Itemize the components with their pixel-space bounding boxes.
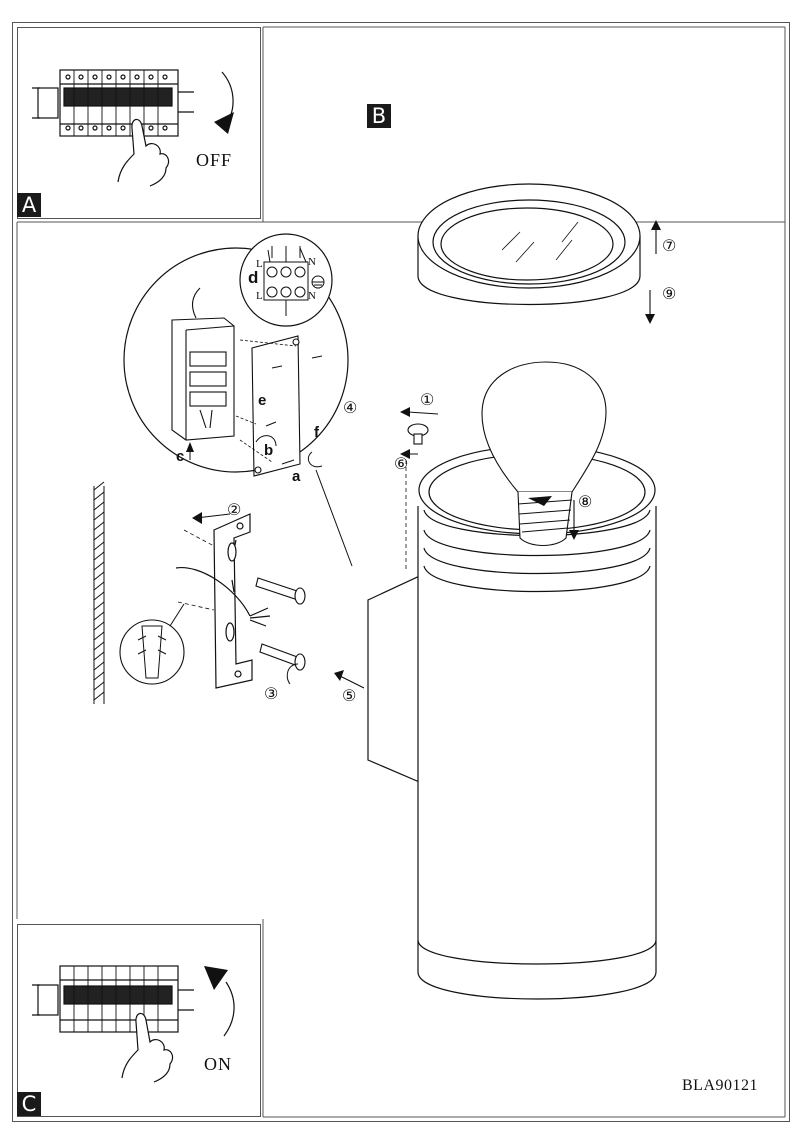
terminal-n-top: N — [308, 256, 316, 268]
part-f-label: f — [314, 424, 319, 441]
wall-plug-detail — [119, 619, 185, 685]
rotate-up-arrow-icon — [204, 966, 228, 990]
page-border — [12, 22, 790, 1122]
lamp-housing — [367, 445, 657, 1000]
step-3-label: ③ — [264, 686, 279, 703]
cover-plate — [251, 335, 301, 477]
step-9-label: ⑨ — [662, 286, 677, 303]
housing-screw — [407, 423, 429, 445]
panel-c-tag: C — [17, 1092, 41, 1116]
wall-hatch — [93, 481, 105, 704]
part-e-label: e — [258, 392, 267, 409]
document-code: BLA90121 — [682, 1077, 758, 1094]
glass-cover — [417, 183, 641, 306]
terminal-l-top: L — [256, 258, 263, 270]
panel-a-tag: A — [17, 193, 41, 217]
off-label: OFF — [196, 150, 233, 170]
step-7-label: ⑦ — [662, 238, 677, 255]
terminal-l-bottom: L — [256, 290, 263, 302]
step-4-label: ④ — [343, 400, 358, 417]
wiring-detail-circle — [123, 247, 349, 473]
on-label: ON — [204, 1054, 232, 1074]
terminal-block-zoom — [239, 233, 333, 327]
step-2-label: ② — [227, 502, 242, 519]
terminal-n-bottom: N — [308, 290, 316, 302]
part-a-label: a — [292, 468, 301, 485]
step-8-label: ⑧ — [578, 494, 593, 511]
panel-b-tag: B — [367, 104, 391, 128]
step-1-label: ① — [420, 392, 435, 409]
part-b-label: b — [264, 442, 274, 459]
rotate-down-arrow-icon — [214, 112, 234, 134]
part-d-label: d — [248, 268, 259, 287]
part-c-label: c — [176, 448, 185, 465]
panel-a-frame — [17, 27, 261, 219]
breaker-panel-off — [32, 69, 234, 187]
panel-c-frame — [17, 924, 261, 1117]
step-5-label: ⑤ — [342, 688, 357, 705]
breaker-panel-on — [32, 965, 235, 1083]
mounting-bracket — [213, 513, 253, 689]
step-6-label: ⑥ — [394, 456, 409, 473]
junction-box — [171, 287, 235, 441]
